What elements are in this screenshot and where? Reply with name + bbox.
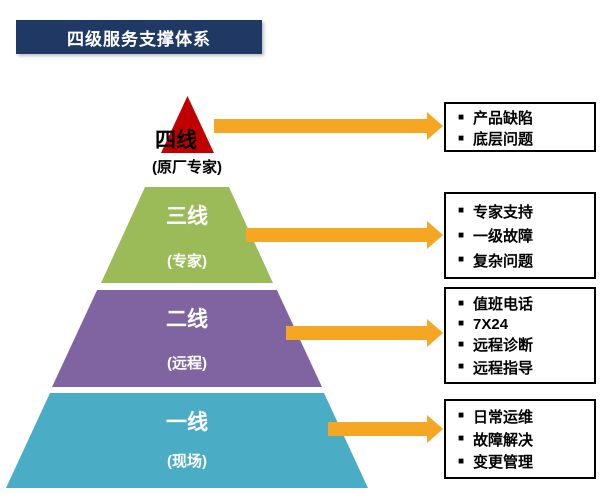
detail-box-level2: ■ 值班电话 ■ 7X24 ■ 远程诊断 ■ 远程指导	[444, 287, 596, 384]
bullet-square-icon: ■	[458, 254, 465, 265]
list-item: ■ 产品缺陷	[458, 107, 590, 128]
bullet-square-icon: ■	[458, 318, 465, 330]
pyramid-level2-shape	[52, 290, 322, 387]
list-item: ■ 故障解决	[458, 429, 590, 450]
level2-subtitle: (远程)	[167, 355, 207, 372]
bullet-square-icon: ■	[458, 132, 465, 144]
list-item: ■ 底层问题	[458, 128, 590, 149]
list-item: ■ 复杂问题	[458, 250, 590, 271]
list-item: ■ 7X24	[458, 316, 590, 333]
arrow-head	[427, 221, 443, 249]
right-arrow-level3-icon	[246, 221, 443, 249]
list-item-text: 变更管理	[473, 454, 534, 472]
arrow-shaft	[214, 119, 428, 133]
right-arrow-level1-icon	[328, 415, 443, 443]
detail-box-level1: ■ 日常运维 ■ 故障解决 ■ 变更管理	[444, 399, 596, 479]
level1-subtitle: (现场)	[167, 453, 207, 470]
bullet-square-icon: ■	[458, 433, 465, 444]
list-item: ■ 一级故障	[458, 225, 590, 246]
list-item-text: 专家支持	[473, 203, 534, 221]
title-banner: 四级服务支撑体系	[16, 20, 262, 54]
arrow-head	[427, 415, 443, 443]
list-item-text: 值班电话	[473, 296, 534, 314]
level3-label: 三线	[166, 205, 208, 228]
bullet-square-icon: ■	[458, 111, 465, 123]
list-item-text: 远程指导	[473, 359, 534, 377]
level4-label: 四线	[155, 129, 197, 152]
list-item-text: 底层问题	[473, 131, 534, 148]
list-item-text: 复杂问题	[473, 252, 534, 270]
bullet-square-icon: ■	[458, 229, 465, 241]
level1-label: 一线	[166, 411, 208, 434]
arrow-shaft	[246, 228, 428, 242]
right-arrow-level4-icon	[214, 112, 443, 140]
bullet-square-icon: ■	[458, 455, 465, 467]
arrow-shaft	[328, 422, 428, 436]
list-item: ■ 变更管理	[458, 451, 590, 472]
arrow-shaft	[286, 326, 428, 340]
list-item-text: 一级故障	[473, 228, 534, 245]
list-item: ■ 日常运维	[458, 406, 590, 427]
list-item: ■ 远程指导	[458, 357, 590, 378]
bullet-square-icon: ■	[458, 338, 465, 350]
list-item-text: 7X24	[473, 315, 509, 333]
bullet-square-icon: ■	[458, 410, 465, 422]
right-arrow-level2-icon	[286, 319, 443, 347]
pyramid-level1-shape	[6, 393, 368, 488]
level2-label: 二线	[166, 308, 208, 331]
level4-subtitle: (原厂专家)	[152, 159, 222, 176]
list-item-text: 产品缺陷	[473, 110, 534, 127]
detail-box-level4: ■ 产品缺陷 ■ 底层问题	[444, 102, 596, 152]
bullet-square-icon: ■	[458, 205, 465, 216]
list-item-text: 远程诊断	[473, 337, 534, 355]
list-item-text: 日常运维	[473, 408, 534, 426]
arrow-head	[427, 319, 443, 347]
bullet-square-icon: ■	[458, 361, 465, 373]
list-item: ■ 值班电话	[458, 293, 590, 314]
bullet-square-icon: ■	[458, 297, 465, 309]
detail-box-level3: ■ 专家支持 ■ 一级故障 ■ 复杂问题	[444, 192, 596, 279]
level3-subtitle: (专家)	[167, 253, 207, 270]
list-item: ■ 专家支持	[458, 201, 590, 222]
arrow-head	[427, 112, 443, 140]
page-title: 四级服务支撑体系	[67, 29, 211, 49]
list-item-text: 故障解决	[473, 431, 534, 449]
list-item: ■ 远程诊断	[458, 334, 590, 355]
